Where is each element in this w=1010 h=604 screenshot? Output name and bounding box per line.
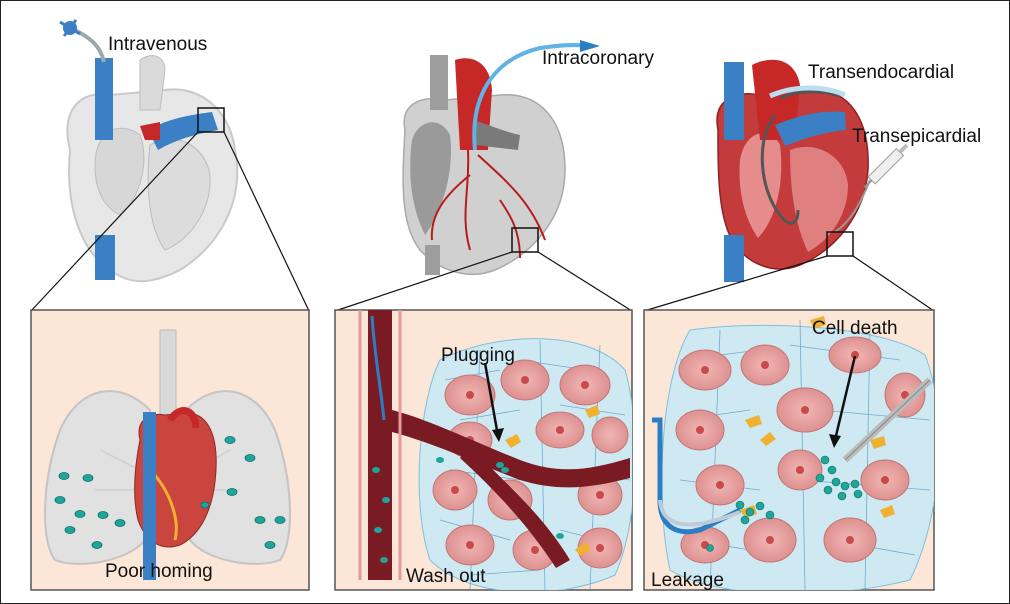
- label-leakage: Leakage: [651, 571, 724, 590]
- label-poor-homing: Poor homing: [105, 562, 213, 581]
- heart-transendocardial: [717, 60, 910, 282]
- label-wash-out: Wash out: [406, 567, 486, 586]
- panel-poor-homing: [31, 310, 309, 590]
- label-transepicardial: Transepicardial: [852, 127, 981, 146]
- heart-intravenous: [60, 20, 237, 281]
- label-transendocardial: Transendocardial: [808, 63, 954, 82]
- label-plugging: Plugging: [441, 346, 515, 365]
- label-intracoronary: Intracoronary: [542, 49, 654, 68]
- label-cell-death: Cell death: [812, 319, 898, 338]
- heart-intracoronary: [403, 40, 600, 275]
- panel-transendocardial-tissue: [644, 310, 939, 594]
- label-intravenous: Intravenous: [108, 35, 207, 54]
